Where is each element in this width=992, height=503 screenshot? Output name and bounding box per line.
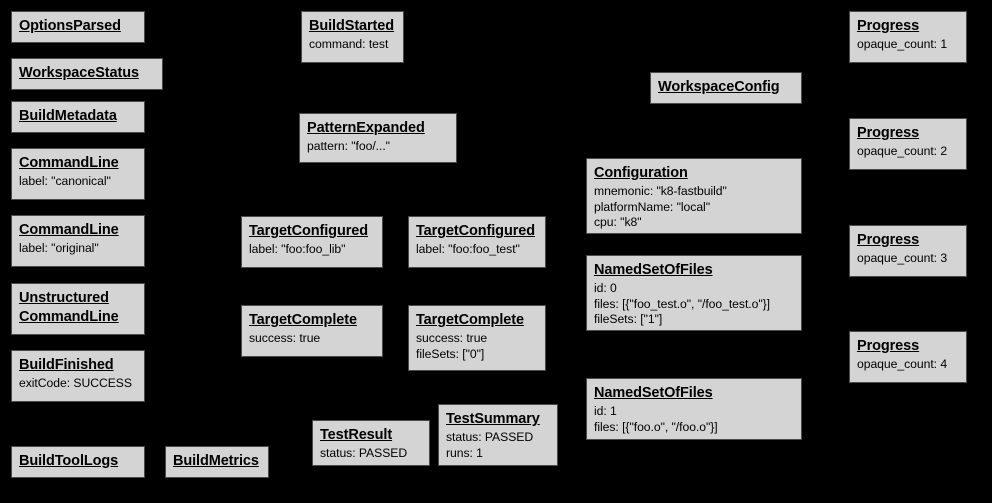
event-node-target-configured-foo-lib[interactable]: TargetConfigured label: "foo:foo_lib" xyxy=(241,216,383,268)
event-node-title-wrap: BuildToolLogs xyxy=(19,452,137,471)
event-node-title-wrap: TargetComplete xyxy=(416,311,538,330)
event-node-progress-4[interactable]: Progress opaque_count: 4 xyxy=(849,331,967,383)
event-node-title: NamedSetOfFiles xyxy=(594,385,713,401)
event-node-title-wrap: TestSummary xyxy=(446,410,550,429)
event-node-progress-2[interactable]: Progress opaque_count: 2 xyxy=(849,118,967,170)
event-node-title: CommandLine xyxy=(19,155,119,171)
event-node-title-wrap: Progress xyxy=(857,17,959,36)
event-node-fields: opaque_count: 1 xyxy=(857,36,948,51)
event-node-title-wrap: TargetConfigured xyxy=(416,222,538,241)
event-node-test-summary[interactable]: TestSummary status: PASSED runs: 1 xyxy=(438,404,558,466)
event-node-target-configured-foo-test[interactable]: TargetConfigured label: "foo:foo_test" xyxy=(408,216,546,268)
event-node-title-wrap: CommandLine xyxy=(19,154,137,173)
event-node-title-wrap: WorkspaceStatus xyxy=(19,64,155,83)
event-node-pattern-expanded[interactable]: PatternExpanded pattern: "foo/..." xyxy=(299,113,457,163)
event-node-build-metadata[interactable]: BuildMetadata xyxy=(11,101,145,133)
event-node-title-wrap: OptionsParsed xyxy=(19,17,137,36)
event-node-build-tool-logs[interactable]: BuildToolLogs xyxy=(11,446,145,478)
event-node-title-wrap: BuildFinished xyxy=(19,356,137,375)
event-node-fields: command: test xyxy=(309,36,389,51)
event-node-title: TargetComplete xyxy=(249,312,357,328)
event-node-title-wrap: TestResult xyxy=(320,426,422,445)
event-node-workspace-config[interactable]: WorkspaceConfig xyxy=(650,72,802,104)
event-node-fields: mnemonic: "k8-fastbuild" platformName: "… xyxy=(594,183,727,230)
event-node-options-parsed[interactable]: OptionsParsed xyxy=(11,11,145,43)
event-node-fields: status: PASSED xyxy=(320,445,408,460)
event-node-title-wrap: TargetConfigured xyxy=(249,222,375,241)
event-node-title: WorkspaceStatus xyxy=(19,65,139,81)
event-node-title-wrap: BuildMetrics xyxy=(173,452,261,471)
event-node-title-wrap: Progress xyxy=(857,337,959,356)
event-node-fields: id: 1 files: [{"foo.o", "/foo.o"}] xyxy=(594,403,718,434)
event-node-title: BuildFinished xyxy=(19,357,114,373)
event-node-title: TestSummary xyxy=(446,411,540,427)
event-node-fields: status: PASSED runs: 1 xyxy=(446,429,534,460)
event-node-fields: opaque_count: 2 xyxy=(857,143,948,158)
event-node-named-set-of-files-0[interactable]: NamedSetOfFiles id: 0 files: [{"foo_test.… xyxy=(586,255,802,331)
event-node-fields: opaque_count: 4 xyxy=(857,356,948,371)
event-node-fields: success: true fileSets: ["0"] xyxy=(416,330,488,361)
event-node-fields: label: "canonical" xyxy=(19,173,111,188)
event-node-title: BuildMetadata xyxy=(19,108,117,124)
event-node-title-wrap: BuildMetadata xyxy=(19,107,137,126)
event-node-target-complete-lib[interactable]: TargetComplete success: true xyxy=(241,305,383,357)
event-node-command-line-canonical[interactable]: CommandLine label: "canonical" xyxy=(11,148,145,200)
event-node-title: Progress xyxy=(857,232,920,248)
event-node-title-wrap: NamedSetOfFiles xyxy=(594,261,794,280)
event-node-title-wrap: Configuration xyxy=(594,164,794,183)
event-node-title-wrap: Progress xyxy=(857,124,959,143)
event-node-title-wrap: WorkspaceConfig xyxy=(658,78,794,97)
event-node-test-result[interactable]: TestResult status: PASSED xyxy=(312,420,430,466)
event-node-title: CommandLine xyxy=(19,222,119,238)
event-node-title-wrap: Unstructured CommandLine xyxy=(19,289,137,326)
event-node-fields: label: "foo:foo_test" xyxy=(416,241,520,256)
event-node-title: TargetConfigured xyxy=(416,223,535,239)
event-node-fields: label: "foo:foo_lib" xyxy=(249,241,346,256)
event-node-title: BuildMetrics xyxy=(173,453,259,469)
event-node-title: Progress xyxy=(857,125,920,141)
event-node-title: NamedSetOfFiles xyxy=(594,262,713,278)
event-node-unstructured-command-line[interactable]: Unstructured CommandLine xyxy=(11,283,145,335)
event-node-progress-3[interactable]: Progress opaque_count: 3 xyxy=(849,225,967,277)
event-node-title: Configuration xyxy=(594,165,688,181)
event-node-title: OptionsParsed xyxy=(19,18,121,34)
event-node-title: BuildToolLogs xyxy=(19,453,119,469)
event-node-title-wrap: CommandLine xyxy=(19,221,137,240)
event-node-title: Unstructured CommandLine xyxy=(19,290,119,325)
event-node-title: WorkspaceConfig xyxy=(658,79,780,95)
event-node-workspace-status[interactable]: WorkspaceStatus xyxy=(11,58,163,90)
event-node-title: TestResult xyxy=(320,427,393,443)
event-node-title: TargetConfigured xyxy=(249,223,368,239)
event-node-title: BuildStarted xyxy=(309,18,395,34)
event-node-title: Progress xyxy=(857,338,920,354)
event-node-title-wrap: PatternExpanded xyxy=(307,119,449,138)
event-node-title: Progress xyxy=(857,18,920,34)
event-node-build-started[interactable]: BuildStarted command: test xyxy=(301,11,404,63)
event-node-build-metrics[interactable]: BuildMetrics xyxy=(165,446,269,478)
event-node-build-finished[interactable]: BuildFinished exitCode: SUCCESS xyxy=(11,350,145,402)
event-node-title-wrap: TargetComplete xyxy=(249,311,375,330)
event-node-title-wrap: BuildStarted xyxy=(309,17,396,36)
event-node-fields: opaque_count: 3 xyxy=(857,250,948,265)
event-node-fields: label: "original" xyxy=(19,240,99,255)
event-node-title: TargetComplete xyxy=(416,312,524,328)
event-node-title-wrap: NamedSetOfFiles xyxy=(594,384,794,403)
event-node-title-wrap: Progress xyxy=(857,231,959,250)
event-node-fields: exitCode: SUCCESS xyxy=(19,375,132,390)
event-node-fields: id: 0 files: [{"foo_test.o", "/foo_test.… xyxy=(594,280,770,327)
event-node-command-line-original[interactable]: CommandLine label: "original" xyxy=(11,215,145,267)
event-node-named-set-of-files-1[interactable]: NamedSetOfFiles id: 1 files: [{"foo.o", "… xyxy=(586,378,802,440)
event-node-progress-1[interactable]: Progress opaque_count: 1 xyxy=(849,11,967,63)
event-node-configuration[interactable]: Configuration mnemonic: "k8-fastbuild" pl… xyxy=(586,158,802,234)
event-node-target-complete-test[interactable]: TargetComplete success: true fileSets: ["… xyxy=(408,305,546,371)
event-node-fields: success: true xyxy=(249,330,321,345)
event-node-fields: pattern: "foo/..." xyxy=(307,138,390,153)
event-node-title: PatternExpanded xyxy=(307,120,425,136)
